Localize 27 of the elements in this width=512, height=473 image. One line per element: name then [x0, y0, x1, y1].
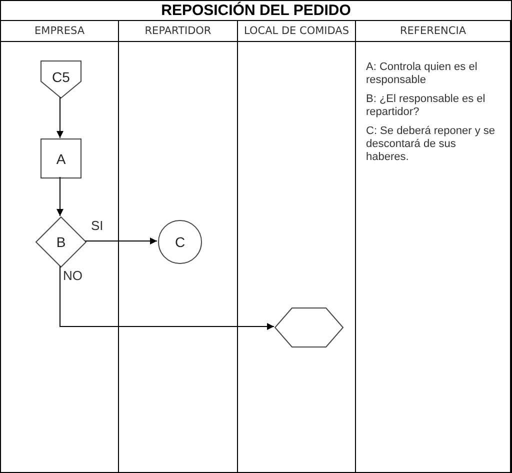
lane-header: LOCAL DE COMIDAS [238, 21, 355, 42]
swimlane [238, 21, 356, 472]
swimlane [1, 21, 119, 472]
arrow [60, 266, 274, 330]
node-label: C5 [52, 68, 70, 84]
arrow [56, 96, 64, 138]
hexagon-shape [275, 308, 343, 347]
edge-label: NO [62, 269, 84, 283]
lane-header: REPARTIDOR [119, 21, 237, 42]
connector-circle [158, 220, 202, 264]
lane-header: EMPRESA [1, 21, 118, 42]
node-label: B [56, 234, 66, 250]
arrow [56, 176, 64, 216]
decision-diamond [36, 217, 86, 267]
reference-note: B: ¿El responsable es el repartidor? [366, 93, 486, 119]
swimlane [356, 21, 511, 472]
diagram-title: REPOSICIÓN DEL PEDIDO [1, 1, 511, 21]
node-label: A [56, 150, 66, 166]
reference-note: A: Controla quien es el responsable [366, 61, 478, 87]
lane-header: REFERENCIA [356, 21, 510, 42]
swimlane [119, 21, 238, 472]
edge-label: SI [90, 219, 104, 233]
off-page-connector [41, 61, 81, 98]
arrow [84, 238, 158, 244]
reference-note: C: Se deberá reponer y se descontará de sus haberes. [366, 125, 496, 164]
process-box [41, 139, 81, 178]
node-label: C [174, 234, 186, 250]
